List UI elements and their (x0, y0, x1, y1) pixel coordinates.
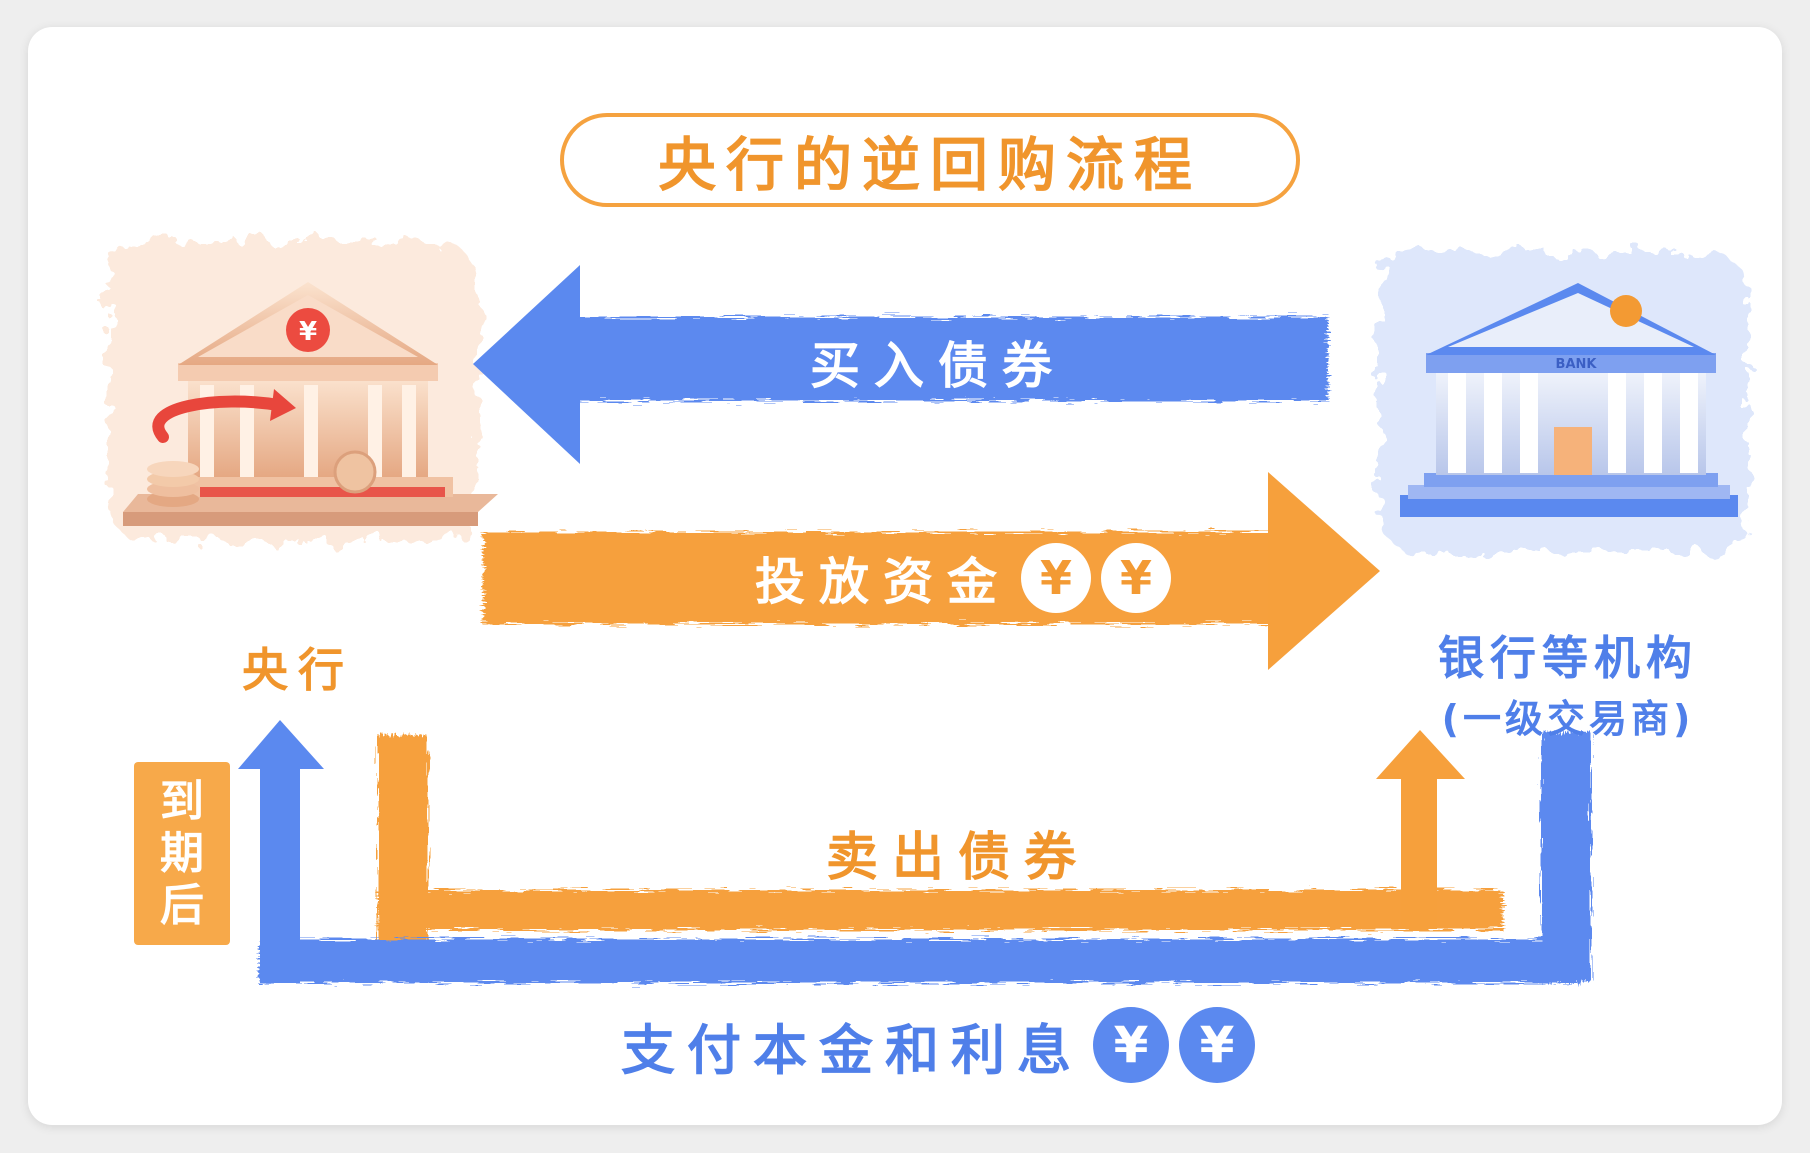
commercial-bank-building-icon (1400, 283, 1738, 517)
page-title: 央行的逆回购流程 (560, 113, 1300, 207)
banks-label: 银行等机构 (一级交易商) (1378, 622, 1758, 742)
sell-bonds-label: 卖出债券 (825, 827, 1090, 888)
buy-bonds-label: 买入债券 (810, 337, 1066, 395)
central-bank-building-icon (123, 282, 498, 526)
buy-bonds-arrow (473, 265, 1328, 464)
yen-coin-icon: ¥ (1093, 1007, 1169, 1083)
pay-back-text: 支付本金和利息 (621, 1018, 1083, 1082)
banks-label-line1: 银行等机构 (1438, 630, 1698, 685)
yen-coin-icon: ¥ (1179, 1007, 1255, 1083)
diagram-graphics: ¥ BANK (108, 242, 1748, 983)
bank-sign-text: BANK (1556, 357, 1598, 372)
central-bank-label: 央行 (242, 643, 354, 697)
maturity-char: 期 (160, 827, 204, 879)
sell-bonds-arrow (378, 730, 1503, 948)
release-funds-label: 投放资金 ¥ ¥ (703, 540, 1223, 616)
yen-coin-icon: ¥ (1021, 543, 1091, 613)
maturity-char: 后 (160, 879, 204, 931)
yen-coin-icon: ¥ (1101, 543, 1171, 613)
diagram-card: ¥ BANK 央行的逆回购流程 买入债券 投放资金 ¥ ¥ 央行 银行等 (28, 27, 1782, 1125)
release-funds-text: 投放资金 (755, 553, 1011, 611)
maturity-char: 到 (160, 775, 204, 827)
pay-back-label: 支付本金和利息 ¥ ¥ (588, 1002, 1288, 1088)
pay-back-arrow (238, 720, 1591, 983)
maturity-tag: 到 期 后 (134, 762, 230, 945)
central-bank-yen-icon: ¥ (299, 317, 317, 347)
banks-label-line2: (一级交易商) (1441, 696, 1695, 741)
